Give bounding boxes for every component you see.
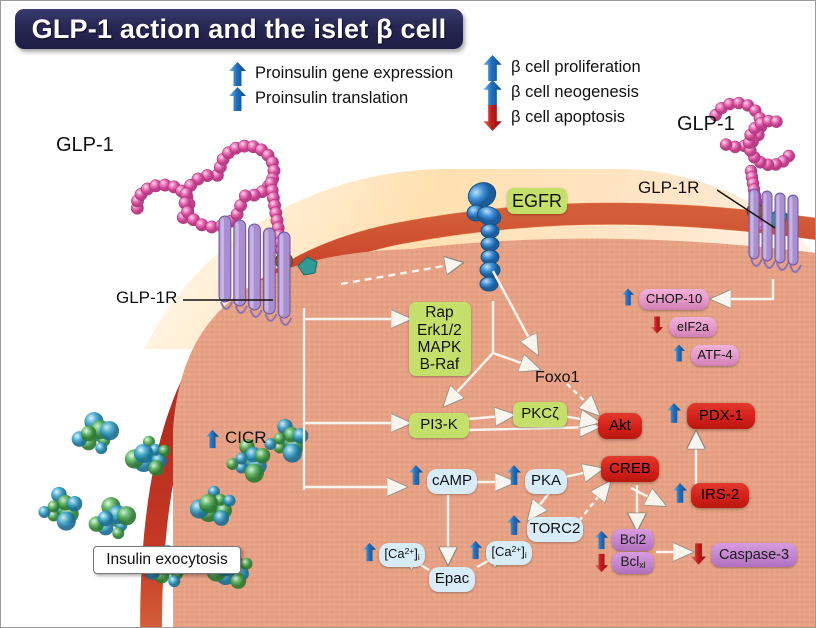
title-banner [15, 9, 463, 49]
leader-line-glp1r-right [717, 189, 776, 229]
bcl2-up-arrow-icon [595, 529, 608, 556]
camp-up-arrow-icon [409, 463, 423, 492]
node-egfr[interactable]: EGFR [507, 188, 567, 214]
legend-left-item-0: Proinsulin gene expression [229, 61, 453, 86]
up-arrow-icon [483, 79, 502, 106]
node-epac[interactable]: Epac [429, 567, 475, 592]
glp1r-receptor-right [748, 188, 802, 273]
up-arrow-icon [229, 61, 246, 86]
node-ca-right-text: [Ca2+]i [491, 544, 527, 561]
node-ca-left[interactable]: [Ca2+]i [379, 543, 425, 567]
ca-left-up-arrow-icon [363, 541, 376, 568]
label-cicr: CICR [225, 428, 267, 447]
label-glp1-left: GLP-1 [56, 134, 114, 156]
torc2-up-arrow-icon [507, 513, 521, 542]
legend-right-label-1: β cell neogenesis [511, 83, 639, 101]
label-glp1-right: GLP-1 [677, 113, 735, 135]
node-irs2[interactable]: IRS-2 [691, 483, 749, 508]
up-arrow-icon [229, 86, 246, 111]
glp1-peptide-right [709, 96, 796, 229]
label-insulin-exocytosis: Insulin exocytosis [93, 546, 241, 574]
caspase3-down-arrow-icon [691, 541, 706, 572]
leader-line-glp1r-left [183, 299, 273, 301]
node-bclxl[interactable]: Bclxl [612, 552, 654, 574]
cicr-up-arrow-icon [206, 429, 219, 454]
label-glp1r-left: GLP-1R [116, 288, 178, 307]
legend-right-label-2: β cell apoptosis [511, 108, 626, 126]
label-foxo1: Foxo1 [535, 369, 580, 386]
node-mapk-cascade[interactable]: Rap Erk1/2 MAPK B-Raf [409, 302, 471, 376]
node-chop10[interactable]: CHOP-10 [639, 289, 709, 310]
node-camp[interactable]: cAMP [427, 469, 477, 494]
legend-right-item-1: β cell neogenesis [483, 79, 641, 106]
node-pkcz[interactable]: PKCζ [513, 402, 567, 427]
node-ca-left-text: [Ca2+]i [384, 546, 420, 563]
node-torc2[interactable]: TORC2 [527, 517, 583, 542]
down-arrow-icon [483, 104, 502, 131]
node-eif2a[interactable]: eIF2a [669, 317, 717, 337]
legend-right-item-0: β cell proliferation [483, 54, 641, 81]
glp1-peptide-left [130, 139, 318, 276]
node-akt[interactable]: Akt [598, 413, 642, 439]
insulin-granules [38, 412, 309, 589]
node-pka[interactable]: PKA [525, 469, 567, 494]
legend-right: β cell proliferation β cell neogenesis β… [483, 54, 641, 131]
bclxl-down-arrow-icon [595, 552, 608, 579]
node-bcl2[interactable]: Bcl2 [612, 529, 654, 551]
legend-right-label-0: β cell proliferation [511, 58, 641, 76]
node-pi3k[interactable]: PI3-K [409, 413, 469, 438]
node-pdx1[interactable]: PDX-1 [687, 403, 755, 429]
node-creb[interactable]: CREB [601, 456, 659, 482]
chop10-up-arrow-icon [622, 287, 634, 312]
node-caspase3[interactable]: Caspase-3 [711, 543, 797, 567]
legend-right-item-2: β cell apoptosis [483, 104, 641, 131]
page-title: GLP-1 action and the islet β cell [31, 13, 447, 44]
ca-right-up-arrow-icon [469, 539, 482, 566]
node-atf4[interactable]: ATF-4 [691, 345, 739, 366]
node-ca-right[interactable]: [Ca2+]i [486, 541, 532, 565]
glp1r-receptor-left [218, 215, 293, 326]
eif2a-down-arrow-icon [651, 315, 663, 340]
pka-up-arrow-icon [507, 463, 521, 492]
node-bclxl-text: Bclxl [620, 554, 646, 571]
up-arrow-icon [483, 54, 502, 81]
legend-left-label-0: Proinsulin gene expression [255, 64, 454, 82]
legend-left: Proinsulin gene expression Proinsulin tr… [229, 61, 453, 111]
atf4-up-arrow-icon [673, 343, 685, 368]
legend-left-item-1: Proinsulin translation [229, 86, 453, 111]
pdx1-up-arrow-icon [667, 401, 681, 430]
label-glp1r-right: GLP-1R [638, 178, 700, 197]
legend-left-label-1: Proinsulin translation [255, 89, 409, 107]
irs2-up-arrow-icon [673, 481, 687, 510]
